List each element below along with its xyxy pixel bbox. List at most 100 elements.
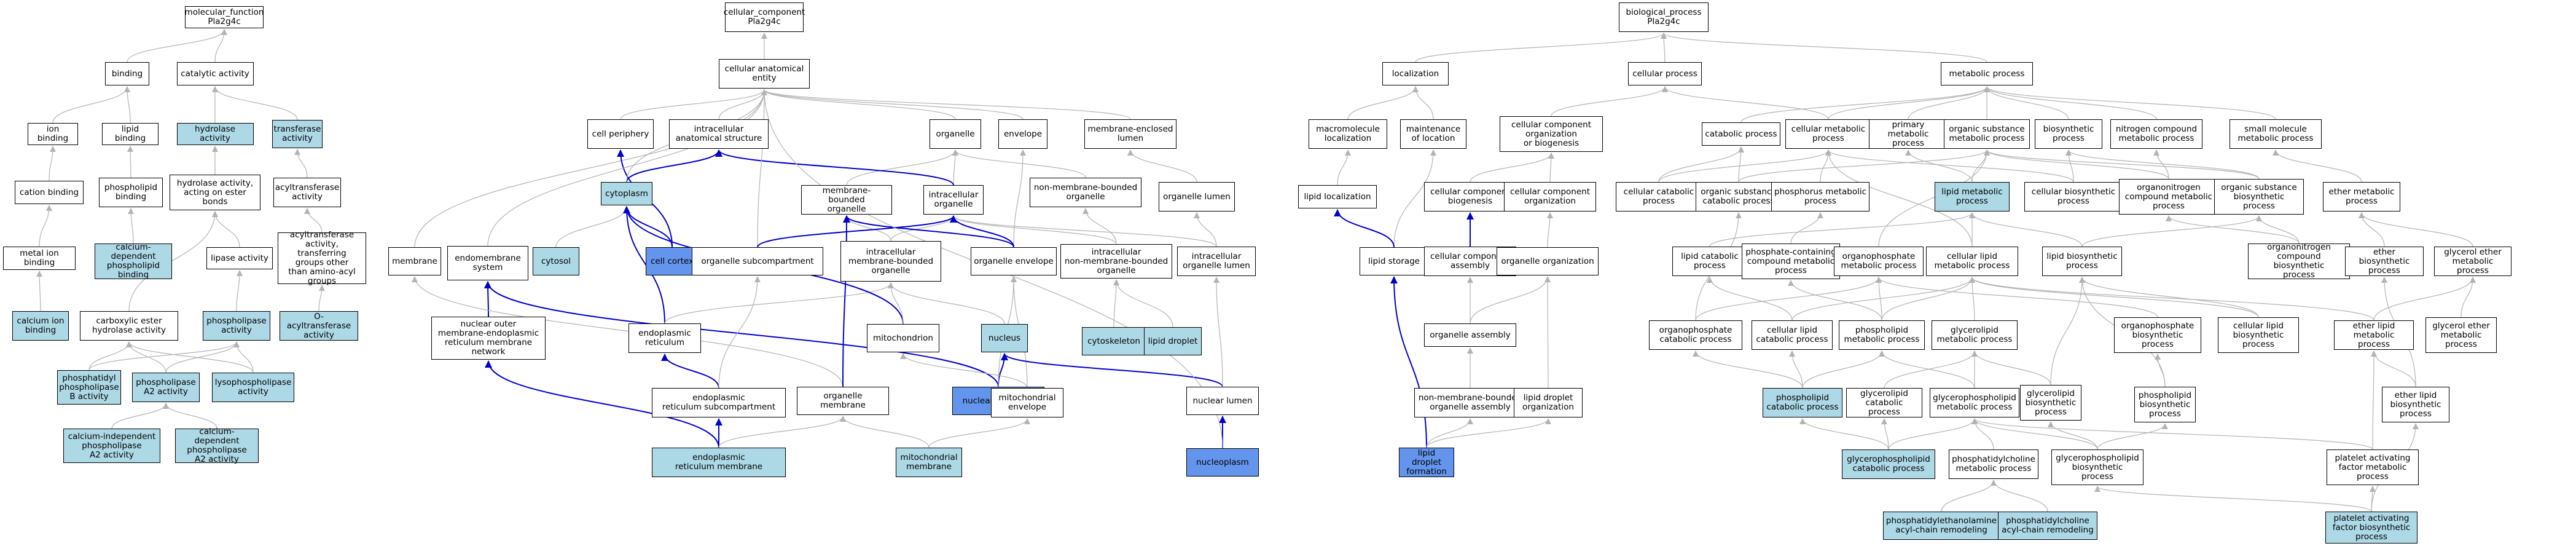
go-term-phospholipid-metabolic[interactable]: phospholipid metabolic process — [1839, 320, 1925, 350]
go-term-hydrolase-ester[interactable]: hydrolase activity, acting on ester bond… — [170, 175, 260, 210]
go-term-cellular-lipid-metabolic[interactable]: cellular lipid metabolic process — [1926, 247, 2018, 276]
go-term-phospholipid-biosynthetic[interactable]: phospholipid biosynthetic process — [2134, 387, 2196, 422]
go-term-phospholipid-catabolic[interactable]: phospholipid catabolic process — [1763, 388, 1842, 417]
go-term-phosphate-containing-metabolic[interactable]: phosphate-containing compound metabolic … — [1742, 243, 1840, 279]
go-term-hydrolase-activity[interactable]: hydrolase activity — [176, 123, 254, 145]
go-term-intracellular-nmbo[interactable]: intracellular non-membrane-bounded organ… — [1060, 244, 1172, 279]
go-term-pc-acyl-chain-remodeling[interactable]: phosphatidylcholine acyl-chain remodelin… — [1998, 512, 2097, 540]
go-term-platelet-activating-metabolic[interactable]: platelet activating factor metabolic pro… — [2327, 449, 2419, 485]
go-term-cellular-catabolic-process[interactable]: cellular catabolic process — [1616, 182, 1702, 212]
go-term-lipid-droplet-formation[interactable]: lipid droplet formation — [1399, 448, 1454, 477]
go-term-ether-metabolic-process[interactable]: ether metabolic process — [2323, 182, 2400, 212]
go-term-cellular-lipid-biosynthetic[interactable]: cellular lipid biosynthetic process — [2218, 317, 2299, 353]
go-term-organonitrogen-metabolic[interactable]: organonitrogen compound metabolic proces… — [2119, 179, 2218, 215]
go-term-cell-periphery[interactable]: cell periphery — [587, 119, 654, 149]
go-term-organophosphate-metabolic[interactable]: organophosphate metabolic process — [1834, 247, 1924, 276]
go-term-bp-root[interactable]: biological_process Pla2g4c — [1619, 2, 1709, 32]
go-term-cc-root[interactable]: cellular_component Pla2g4c — [724, 2, 805, 32]
go-term-carboxylic-ester-hydrolase[interactable]: carboxylic ester hydrolase activity — [80, 311, 178, 341]
go-term-transferase-activity[interactable]: transferase activity — [272, 120, 323, 148]
go-term-binding[interactable]: binding — [105, 62, 149, 85]
go-term-maintenance-of-location[interactable]: maintenance of location — [1400, 119, 1466, 149]
go-term-cc-org-or-biogenesis[interactable]: cellular component organization or bioge… — [1500, 116, 1603, 152]
go-term-localization[interactable]: localization — [1382, 62, 1449, 85]
go-term-organic-substance-biosynthetic[interactable]: organic substance biosynthetic process — [2214, 179, 2304, 215]
go-term-mf-root[interactable]: molecular_function Pla2g4c — [185, 6, 264, 28]
go-term-lipid-biosynthetic-process[interactable]: lipid biosynthetic process — [2042, 247, 2122, 276]
go-term-lipid-binding[interactable]: lipid binding — [102, 123, 159, 145]
go-term-mitochondrion[interactable]: mitochondrion — [867, 324, 939, 352]
go-term-ca-dep-pla2[interactable]: calcium-dependent phospholipase A2 activ… — [175, 427, 259, 464]
go-term-glycerol-ether-metabolic[interactable]: glycerol ether metabolic process — [2434, 247, 2511, 276]
go-term-acyltransferase-transferring[interactable]: acyltransferase activity, transferring g… — [278, 231, 366, 286]
go-term-phosphatidyl-plb[interactable]: phosphatidyl phospholipase B activity — [57, 370, 121, 405]
go-term-lysophospholipase[interactable]: lysophospholipase activity — [212, 373, 294, 402]
go-term-cytoskeleton[interactable]: cytoskeleton — [1082, 327, 1146, 355]
go-term-calcium-ion-binding[interactable]: calcium ion binding — [12, 311, 69, 341]
go-term-endoplasmic-reticulum[interactable]: endoplasmic reticulum — [628, 323, 701, 353]
go-term-lipid-droplet[interactable]: lipid droplet — [1144, 327, 1202, 355]
go-term-organelle-organization[interactable]: organelle organization — [1497, 247, 1599, 275]
go-term-phospholipid-binding[interactable]: phospholipid binding — [99, 178, 163, 207]
go-term-pe-acyl-chain-remodeling[interactable]: phosphatidylethanolamine acyl-chain remo… — [1883, 512, 2000, 540]
go-term-acyltransferase-activity[interactable]: acyltransferase activity — [273, 178, 341, 207]
go-term-intracellular-anatomical[interactable]: intracellular anatomical structure — [669, 119, 769, 149]
go-term-intracellular-organelle-lumen[interactable]: intracellular organelle lumen — [1177, 247, 1256, 276]
go-term-glycerophospholipid-biosynthetic[interactable]: glycerophospholipid biosynthetic process — [2051, 449, 2143, 485]
go-term-primary-metabolic-process[interactable]: primary metabolic process — [1869, 119, 1948, 149]
go-term-mitochondrial-membrane[interactable]: mitochondrial membrane — [896, 448, 962, 477]
go-term-cc-organization[interactable]: cellular component organization — [1504, 182, 1596, 212]
go-term-er-membrane[interactable]: endoplasmic reticulum membrane — [652, 448, 786, 477]
go-term-organelle-assembly[interactable]: organelle assembly — [1424, 323, 1516, 347]
go-term-macromolecule-localization[interactable]: macromolecule localization — [1309, 119, 1387, 149]
go-term-ether-lipid-metabolic[interactable]: ether lipid metabolic process — [2334, 320, 2414, 350]
go-term-phospholipase-activity[interactable]: phospholipase activity — [203, 311, 270, 341]
go-term-cation-binding[interactable]: cation binding — [15, 181, 84, 204]
go-term-er-subcompartment[interactable]: endoplasmic reticulum subcompartment — [652, 388, 786, 417]
go-term-organelle-envelope[interactable]: organelle envelope — [971, 247, 1057, 275]
go-term-cell-cortex[interactable]: cell cortex — [646, 247, 699, 275]
go-term-cellular-process[interactable]: cellular process — [1628, 62, 1702, 85]
go-term-organelle-lumen[interactable]: organelle lumen — [1159, 182, 1235, 212]
go-term-lipid-localization[interactable]: lipid localization — [1298, 185, 1377, 208]
go-term-phosphorus-metabolic[interactable]: phosphorus metabolic process — [1771, 182, 1869, 212]
go-term-mitochondrial-envelope[interactable]: mitochondrial envelope — [991, 388, 1063, 417]
go-term-organic-substance-catabolic[interactable]: organic substance catabolic process — [1696, 182, 1782, 212]
go-term-organophosphate-catabolic[interactable]: organophosphate catabolic process — [1649, 320, 1742, 350]
go-term-lipid-catabolic-process[interactable]: lipid catabolic process — [1672, 247, 1747, 276]
go-term-nitrogen-compound-metabolic[interactable]: nitrogen compound metabolic process — [2110, 119, 2202, 149]
go-term-phosphatidylcholine-metabolic[interactable]: phosphatidylcholine metabolic process — [1949, 449, 2038, 479]
go-term-catabolic-process[interactable]: catabolic process — [1702, 122, 1780, 146]
go-term-cytosol[interactable]: cytosol — [533, 247, 579, 275]
go-term-phospholipase-a2[interactable]: phospholipase A2 activity — [132, 373, 200, 402]
go-term-lipid-metabolic-process[interactable]: lipid metabolic process — [1935, 182, 2010, 212]
go-term-organelle-subcompartment[interactable]: organelle subcompartment — [692, 247, 823, 275]
go-term-glycerol-ether-metabolic-2[interactable]: glycerol ether metabolic process — [2425, 317, 2497, 353]
go-term-o-acyltransferase[interactable]: O-acyltransferase activity — [280, 311, 358, 341]
go-term-small-molecule-metabolic[interactable]: small molecule metabolic process — [2230, 119, 2322, 149]
go-term-organophosphate-biosynthetic[interactable]: organophosphate biosynthetic process — [2114, 317, 2201, 353]
go-term-membrane-bounded-organelle[interactable]: membrane-bounded organelle — [801, 185, 892, 215]
go-term-lipid-storage[interactable]: lipid storage — [1360, 247, 1428, 275]
go-term-ion-binding[interactable]: ion binding — [28, 123, 78, 145]
go-term-organonitrogen-biosynthetic[interactable]: organonitrogen compound biosynthetic pro… — [2248, 243, 2350, 280]
go-term-endomembrane-system[interactable]: endomembrane system — [447, 246, 528, 280]
go-term-membrane-enclosed-lumen[interactable]: membrane-enclosed lumen — [1084, 119, 1176, 149]
go-term-organic-substance-metabolic[interactable]: organic substance metabolic process — [1944, 119, 2030, 149]
go-term-cc-biogenesis[interactable]: cellular component biogenesis — [1424, 182, 1516, 212]
go-term-organelle-membrane[interactable]: organelle membrane — [797, 387, 889, 415]
go-term-metabolic-process[interactable]: metabolic process — [1941, 62, 2033, 85]
go-term-platelet-activating-biosynthetic[interactable]: platelet activating factor biosynthetic … — [2325, 512, 2417, 544]
go-term-intracellular-mbo[interactable]: intracellular membrane-bounded organelle — [840, 241, 941, 282]
go-term-catalytic-activity[interactable]: catalytic activity — [176, 62, 254, 85]
go-term-ether-biosynthetic-process[interactable]: ether biosynthetic process — [2345, 247, 2424, 276]
go-term-nucleoplasm[interactable]: nucleoplasm — [1186, 448, 1259, 477]
go-term-ca-dep-phospholipid-binding[interactable]: calcium-dependent phospholipid binding — [95, 243, 172, 280]
go-term-nuclear-lumen[interactable]: nuclear lumen — [1186, 387, 1259, 415]
go-term-nucleus[interactable]: nucleus — [981, 324, 1028, 352]
go-term-glycerophospholipid-metabolic[interactable]: glycerophospholipid metabolic process — [1930, 388, 2019, 417]
go-term-lipase-activity[interactable]: lipase activity — [206, 247, 273, 269]
go-term-cellular-metabolic-process[interactable]: cellular metabolic process — [1785, 119, 1871, 149]
go-term-cytoplasm[interactable]: cytoplasm — [601, 182, 652, 205]
go-term-intracellular-organelle[interactable]: intracellular organelle — [923, 185, 984, 215]
